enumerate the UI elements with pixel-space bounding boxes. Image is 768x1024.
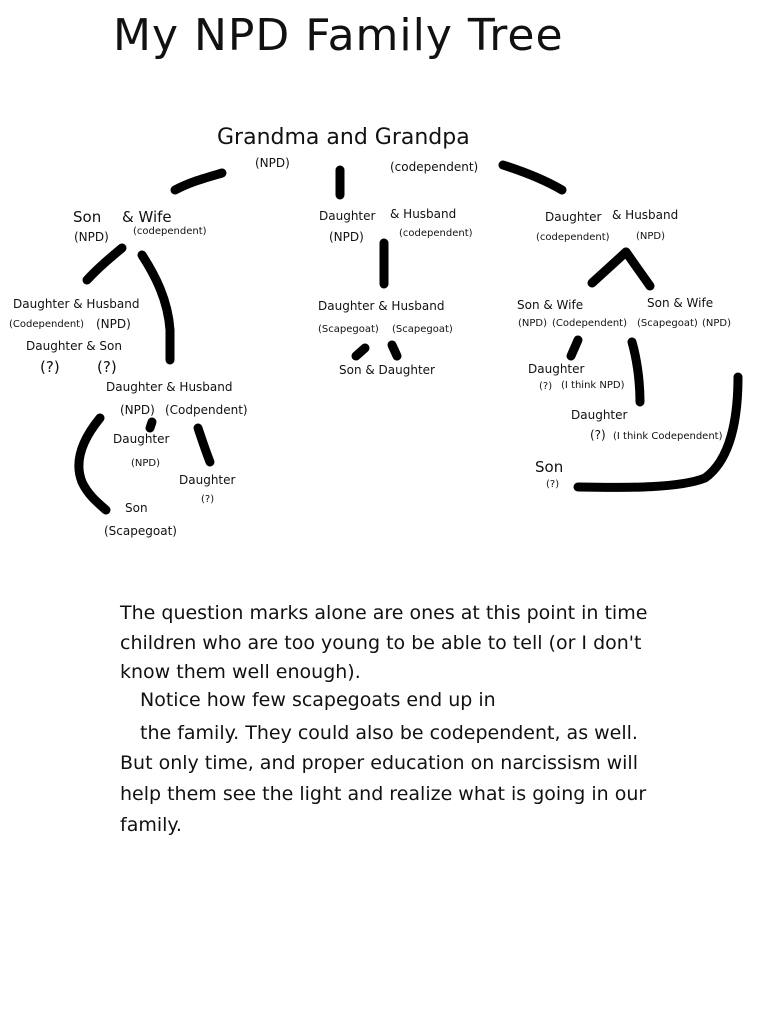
b1-wife-label: (codependent) (133, 226, 207, 237)
b3-husband-name: & Husband (612, 208, 679, 222)
b1-c3-label-a: (NPD) (120, 403, 155, 417)
b2-c1-name: Daughter & Husband (318, 299, 445, 313)
root-name: Grandma and Grandpa (217, 125, 470, 150)
b3-c2-name: Son & Wife (647, 296, 714, 310)
b1-c2-label-b: (?) (97, 358, 117, 376)
connector-b2c-right (387, 340, 402, 361)
connector-b1c3-mid (145, 417, 157, 433)
b3-g1-label-a: (?) (539, 381, 553, 392)
connector-b2c-left (351, 343, 370, 361)
note-line-4: Notice how few scapegoats end up in (140, 689, 496, 711)
b1-g1-label: (NPD) (131, 458, 161, 469)
b3-c2-label-a: (Scapegoat) (637, 318, 698, 329)
b1-g1-name: Daughter (113, 432, 170, 446)
b3-c2-label-b: (NPD) (702, 318, 732, 329)
connector-b1c3-right (193, 423, 215, 467)
connector-root-to-branch1 (170, 168, 227, 195)
connector-b1c3-left (74, 413, 111, 515)
b1-c1-name: Daughter & Husband (13, 297, 140, 311)
b3-g2-label-a: (?) (590, 428, 606, 442)
b1-c2-label-a: (?) (40, 358, 60, 376)
connector-b3-left (587, 247, 631, 288)
b3-daughter-label: (codependent) (536, 232, 610, 243)
note-line-6: But only time, and proper education on n… (120, 752, 638, 774)
b2-husband-label: (codependent) (399, 228, 473, 239)
page-title: My NPD Family Tree (113, 10, 564, 61)
note-line-2: children who are too young to be able to… (120, 632, 642, 654)
connector-b1-right (137, 250, 175, 365)
b1-c1-label-a: (Codependent) (9, 319, 84, 330)
b3-g2-label-b: (I think Codependent) (613, 431, 723, 442)
b3-husband-label: (NPD) (636, 231, 666, 242)
b2-daughter-label: (NPD) (329, 230, 364, 244)
connector-b3-right (621, 247, 655, 291)
note-line-3: know them well enough). (120, 661, 361, 683)
b3-g1-label-b: (I think NPD) (561, 380, 625, 391)
b1-c3-label-b: (Codpendent) (165, 403, 248, 417)
b3-g1-name: Daughter (528, 362, 585, 376)
b2-g1-name: Son & Daughter (339, 363, 435, 377)
note-line-7: help them see the light and realize what… (120, 783, 647, 805)
b3-g3-label: (?) (546, 479, 560, 490)
root-left-label: (NPD) (255, 156, 290, 170)
b1-c1-label-b: (NPD) (96, 317, 131, 331)
connector-b1-left (82, 243, 127, 285)
note-line-5: the family. They could also be codepende… (140, 722, 638, 744)
b3-c1-label-a: (NPD) (518, 318, 548, 329)
b1-c2-name: Daughter & Son (26, 339, 122, 353)
b1-wife-name: & Wife (122, 208, 172, 226)
b2-husband-name: & Husband (390, 207, 457, 221)
b1-son-name: Son (73, 208, 102, 226)
b3-g2-name: Daughter (571, 408, 628, 422)
b1-g3-label: (Scapegoat) (104, 524, 177, 538)
b1-c3-name: Daughter & Husband (106, 380, 233, 394)
connector-b3c2-down (627, 337, 645, 407)
b2-c1-label-a: (Scapegoat) (318, 324, 379, 335)
b3-daughter-name: Daughter (545, 210, 602, 224)
note-line-1: The question marks alone are ones at thi… (120, 602, 648, 624)
b3-c1-name: Son & Wife (517, 298, 584, 312)
b1-g3-name: Son (125, 501, 148, 515)
b2-c1-label-b: (Scapegoat) (392, 324, 453, 335)
b1-son-label: (NPD) (74, 230, 109, 244)
root-right-label: (codependent) (390, 160, 479, 174)
b1-g2-label: (?) (201, 494, 215, 505)
b2-daughter-name: Daughter (319, 209, 376, 223)
note-line-8: family. (120, 814, 182, 836)
connector-b3c1-down (566, 335, 583, 361)
connector-b3-long-curve (573, 372, 743, 492)
b3-c1-label-b: (Codependent) (552, 318, 627, 329)
b3-g3-name: Son (535, 458, 564, 476)
connector-root-to-branch3 (498, 160, 567, 195)
b1-g2-name: Daughter (179, 473, 236, 487)
